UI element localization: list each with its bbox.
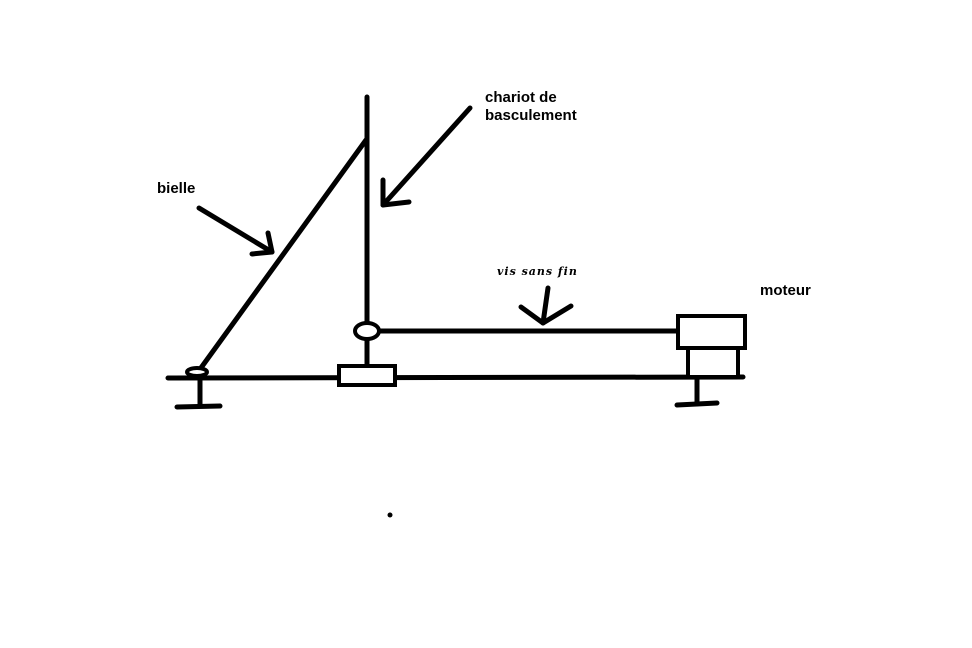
label-chariot-line1: chariot de (485, 89, 557, 106)
base-rail (165, 374, 746, 381)
motor-bottom-block (686, 346, 740, 379)
arrow-bielle (196, 205, 275, 255)
arrow-chariot (380, 105, 473, 208)
label-moteur: moteur (760, 282, 811, 299)
arrow-vis-head (518, 303, 574, 326)
arrow-vis (540, 285, 551, 326)
stray-dot (387, 512, 393, 518)
left-support-foot (174, 403, 223, 410)
slider-block (337, 364, 397, 387)
left-pivot-joint (185, 366, 209, 378)
mast-pivot-joint (353, 321, 381, 341)
right-support-foot (674, 400, 720, 408)
label-bielle: bielle (157, 180, 196, 197)
arrow-bielle-head (249, 230, 275, 257)
arrow-chariot-head (380, 177, 412, 208)
connecting-rod (195, 137, 369, 375)
label-chariot-line2: basculement (485, 107, 577, 124)
label-vis-sans-fin: vis sans fin (497, 265, 578, 278)
motor-top-block (676, 314, 747, 350)
